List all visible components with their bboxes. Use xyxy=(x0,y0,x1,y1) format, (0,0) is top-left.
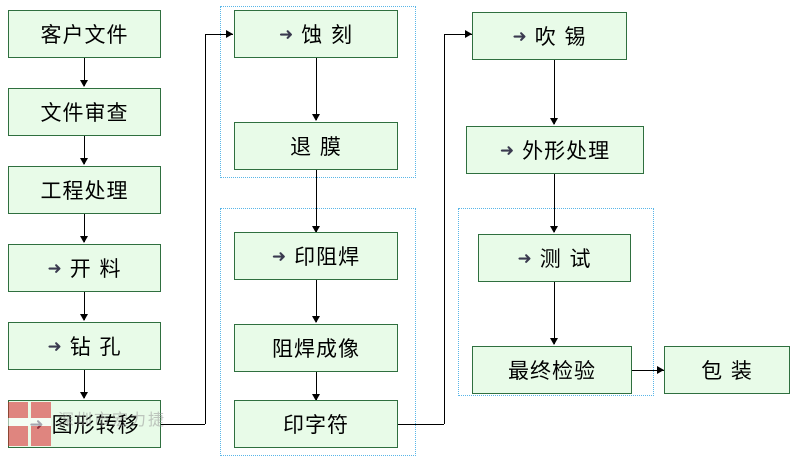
arrow-icon: ➜ xyxy=(499,141,516,161)
connector-n4-n5 xyxy=(84,292,85,320)
node-engineering[interactable]: 工程处理 xyxy=(8,166,161,214)
node-solder-mask-print[interactable]: ➜ 印阻焊 xyxy=(234,232,398,280)
node-label: 包 装 xyxy=(701,359,753,383)
node-final-inspection[interactable]: 最终检验 xyxy=(472,346,632,394)
connector-n15-n16 xyxy=(632,370,664,371)
arrowhead-n3-n4 xyxy=(80,236,88,243)
arrow-icon: ➜ xyxy=(517,249,533,269)
node-pattern-transfer[interactable]: ➜ 图形转移 xyxy=(8,400,161,448)
connector-n1-n2 xyxy=(84,58,85,86)
arrow-icon: ➜ xyxy=(29,415,45,435)
node-label: 蚀 刻 xyxy=(301,23,353,47)
arrow-icon: ➜ xyxy=(271,247,288,267)
arrow-icon: ➜ xyxy=(47,259,63,279)
connector-n10-n11 xyxy=(316,372,317,400)
node-cutting[interactable]: ➜ 开 料 xyxy=(8,244,161,292)
arrowhead-n4-n5 xyxy=(80,314,88,321)
node-label: 开 料 xyxy=(69,257,122,281)
node-label: 工程处理 xyxy=(40,179,129,203)
node-profiling[interactable]: ➜ 外形处理 xyxy=(466,126,644,174)
node-etching[interactable]: ➜ 蚀 刻 xyxy=(234,10,398,58)
node-label: 印字符 xyxy=(283,413,349,437)
arrowhead-n13-n14 xyxy=(550,226,558,233)
connector-n11-n12-h2 xyxy=(444,34,472,35)
arrowhead-n11-n12 xyxy=(465,30,472,38)
connector-n2-n3 xyxy=(84,136,85,164)
node-label: 最终检验 xyxy=(508,359,596,383)
node-legend-print[interactable]: 印字符 xyxy=(234,400,398,448)
node-hot-air-leveling[interactable]: ➜ 吹 锡 xyxy=(472,12,627,60)
node-packaging[interactable]: 包 装 xyxy=(664,346,790,394)
node-label: 阻焊成像 xyxy=(272,337,360,361)
group-solder-mask xyxy=(220,208,416,456)
node-testing[interactable]: ➜ 测 试 xyxy=(478,234,631,282)
arrowhead-n15-n16 xyxy=(657,366,664,374)
group-etch xyxy=(220,6,416,178)
connector-n7-n8 xyxy=(316,58,317,120)
node-label: 测 试 xyxy=(539,247,592,271)
arrow-icon: ➜ xyxy=(47,337,63,357)
node-label: 文件审查 xyxy=(40,101,129,125)
node-file-review[interactable]: 文件审查 xyxy=(8,88,161,136)
arrowhead-n8-n9 xyxy=(312,226,320,233)
arrow-icon: ➜ xyxy=(279,25,295,45)
group-test xyxy=(458,208,654,396)
node-solder-mask-imaging[interactable]: 阻焊成像 xyxy=(234,324,398,372)
node-label: 图形转移 xyxy=(51,413,140,437)
connector-n14-n15 xyxy=(554,282,555,344)
node-label: 外形处理 xyxy=(522,139,611,163)
connector-n6-n7-h2 xyxy=(205,34,233,35)
connector-n6-n7-h1 xyxy=(161,424,205,425)
arrowhead-n6-n7 xyxy=(226,30,233,38)
node-strip-film[interactable]: 退 膜 xyxy=(234,122,398,170)
connector-n9-n10 xyxy=(316,280,317,322)
node-label: 退 膜 xyxy=(290,135,342,159)
node-label: 客户文件 xyxy=(40,23,129,47)
arrowhead-n14-n15 xyxy=(550,338,558,345)
node-label: 印阻焊 xyxy=(294,245,361,269)
arrowhead-n9-n10 xyxy=(312,316,320,323)
arrow-icon: ➜ xyxy=(512,27,528,47)
node-drilling[interactable]: ➜ 钻 孔 xyxy=(8,322,161,370)
connector-n5-n6 xyxy=(84,370,85,398)
arrowhead-n1-n2 xyxy=(80,80,88,87)
node-label: 吹 锡 xyxy=(534,25,587,49)
connector-n11-n12-h1 xyxy=(398,424,444,425)
connector-n3-n4 xyxy=(84,214,85,242)
arrowhead-n7-n8 xyxy=(312,114,320,121)
arrowhead-n2-n3 xyxy=(80,158,88,165)
connector-n8-n9 xyxy=(316,170,317,232)
connector-n11-n12-v xyxy=(444,34,445,424)
connector-n13-n14 xyxy=(554,174,555,232)
connector-n6-n7-v xyxy=(205,34,206,424)
arrowhead-n5-n6 xyxy=(80,392,88,399)
arrowhead-n10-n11 xyxy=(312,394,320,401)
connector-n12-n13 xyxy=(554,60,555,124)
node-customer-file[interactable]: 客户文件 xyxy=(8,10,161,58)
arrowhead-n12-n13 xyxy=(550,118,558,125)
node-label: 钻 孔 xyxy=(69,335,122,359)
